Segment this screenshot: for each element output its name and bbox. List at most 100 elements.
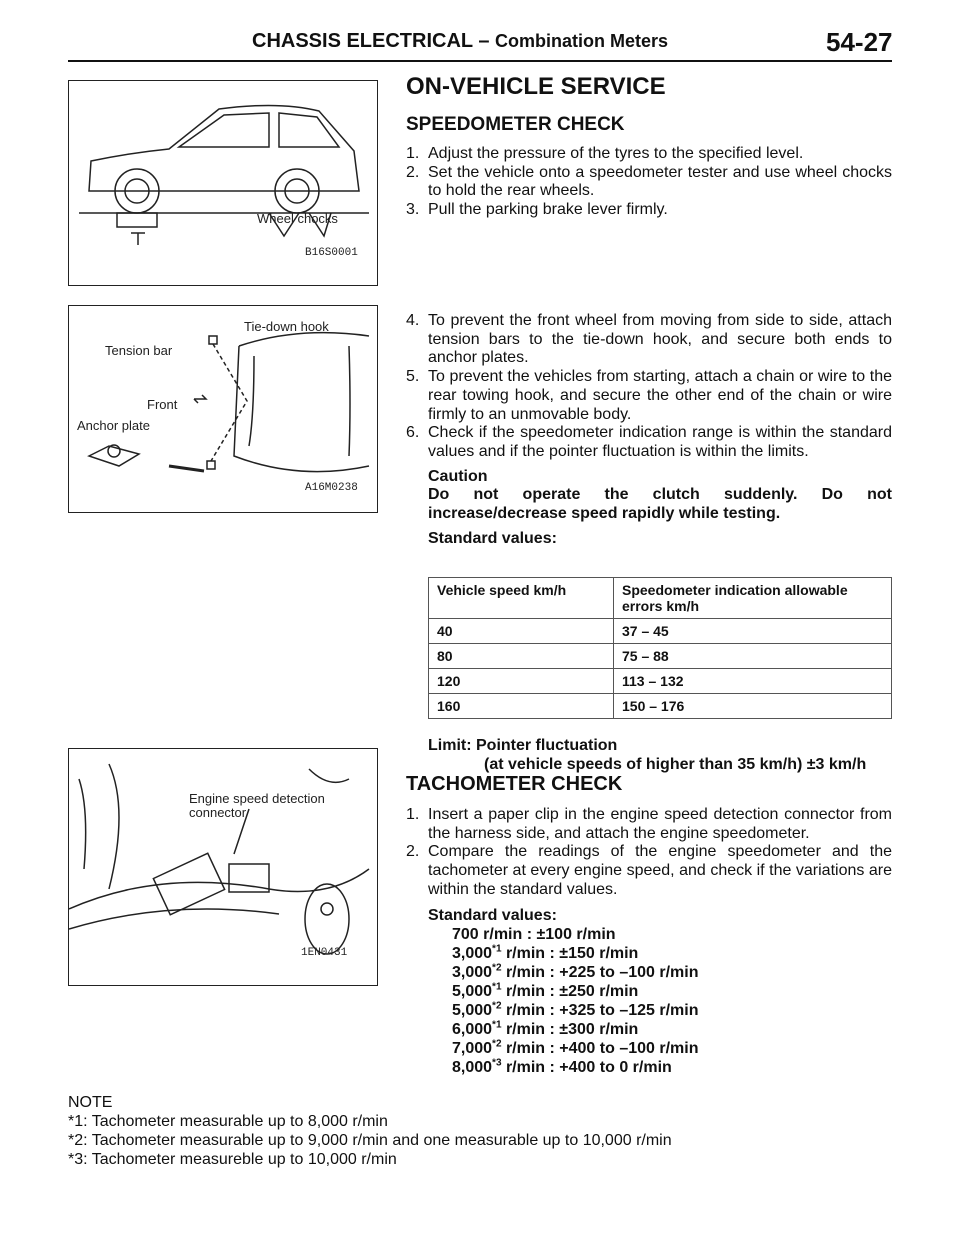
value-line: 8,000*3 r/min : +400 to 0 r/min [406, 1058, 892, 1077]
figure-code: B16S0001 [305, 247, 358, 259]
label-anchor-plate: Anchor plate [77, 418, 150, 433]
limit-line: (at vehicle speeds of higher than 35 km/… [484, 755, 867, 773]
page-number: 54-27 [826, 27, 893, 57]
value-line: 700 r/min : ±100 r/min [406, 925, 892, 944]
table-cell: 75 – 88 [613, 643, 892, 669]
footnote-mark: *1 [492, 1019, 502, 1031]
figure-code: 1EN0431 [301, 947, 348, 959]
step-number: 1. [406, 806, 420, 823]
value-line: 6,000*1 r/min : ±300 r/min [406, 1020, 892, 1039]
tachometer-check-heading: TACHOMETER CHECK [406, 773, 623, 795]
value-speed: 700 [452, 926, 479, 944]
figure-wheel-chocks: Wheel chocks B16S0001 [68, 80, 378, 286]
step-number: 1. [406, 145, 420, 162]
label-tension-bar: Tension bar [105, 343, 173, 358]
value-line: 5,000*1 r/min : ±250 r/min [406, 982, 892, 1001]
step-item: 4. To prevent the front wheel from moving… [406, 312, 892, 368]
footnote-mark: *1 [492, 943, 502, 955]
step-number: 3. [406, 201, 420, 219]
value-line: 3,000*1 r/min : ±150 r/min [406, 944, 892, 963]
step-item: 2. Set the vehicle onto a speedometer tes… [406, 164, 892, 201]
step-text: To prevent the vehicles from starting, a… [428, 368, 892, 423]
step-number: 4. [406, 312, 420, 329]
table-cell: 113 – 132 [613, 668, 892, 694]
note-line: *3: Tachometer measureble up to 10,000 r… [68, 1151, 397, 1168]
step-text: Insert a paper clip in the engine speed … [428, 806, 892, 842]
step-item: 6. Check if the speedometer indication ra… [406, 424, 892, 461]
running-header: CHASSIS ELECTRICAL – Combination Meters [252, 30, 668, 53]
value-range: r/min : ±250 r/min [505, 983, 639, 1001]
tie-down-illustration [87, 331, 370, 473]
table-header: Vehicle speed km/h [428, 577, 614, 619]
section-title: CHASSIS ELECTRICAL [252, 30, 473, 52]
note-line: *1: Tachometer measurable up to 8,000 r/… [68, 1113, 388, 1130]
limit-line: Limit: Pointer fluctuation [428, 737, 618, 754]
step-number: 2. [406, 843, 420, 861]
step-text: Check if the speedometer indication rang… [428, 424, 892, 460]
step-number: 2. [406, 163, 420, 181]
table-cell: 120 [428, 668, 614, 694]
value-range: r/min : +400 to 0 r/min [505, 1059, 672, 1077]
value-range: r/min : ±100 r/min [483, 926, 616, 944]
caution-text: Do not operate the clutch suddenly. Do n… [428, 486, 892, 523]
step-item: 3.Pull the parking brake lever firmly. [406, 201, 892, 220]
value-speed: 5,000 [452, 1002, 493, 1020]
speedometer-steps-4-6: 4. To prevent the front wheel from moving… [406, 312, 892, 548]
table-cell: 40 [428, 618, 614, 644]
footnote-mark: *3 [492, 1057, 502, 1069]
value-line: 5,000*2 r/min : +325 to –125 r/min [406, 1001, 892, 1020]
value-speed: 5,000 [452, 983, 493, 1001]
step-item: 5. To prevent the vehicles from starting,… [406, 368, 892, 424]
step-text: Compare the readings of the engine speed… [428, 843, 892, 898]
label-engine-speed-detection-connector: Engine speed detection connector [189, 791, 325, 820]
table-header: Speedometer indication allowable errors … [613, 577, 892, 619]
figure-engine-speed-connector: Engine speed detection connector 1EN0431 [68, 748, 378, 986]
value-speed: 6,000 [452, 1021, 493, 1039]
footnote-mark: *2 [492, 1038, 502, 1050]
footnote-mark: *1 [492, 981, 502, 993]
table-cell: 160 [428, 693, 614, 719]
tachometer-values: 700 r/min : ±100 r/min 3,000*1 r/min : ±… [406, 925, 892, 1077]
value-range: r/min : ±300 r/min [505, 1021, 639, 1039]
value-range: r/min : +325 to –125 r/min [505, 1002, 699, 1020]
value-speed: 7,000 [452, 1040, 493, 1058]
header-dash: – [478, 30, 490, 52]
label-front: Front [147, 397, 178, 412]
table-cell: 80 [428, 643, 614, 669]
footnote-mark: *2 [492, 1000, 502, 1012]
standard-values-label: Standard values: [428, 529, 557, 547]
value-speed: 8,000 [452, 1059, 493, 1077]
value-range: r/min : +400 to –100 r/min [505, 1040, 699, 1058]
footnote-mark: *2 [492, 962, 502, 974]
step-number: 6. [406, 424, 420, 442]
step-number: 5. [406, 368, 420, 386]
step-item: 1. Insert a paper clip in the engine spee… [406, 806, 892, 843]
section-heading: ON-VEHICLE SERVICE [406, 73, 666, 100]
table-cell: 150 – 176 [613, 693, 892, 719]
value-line: 3,000*2 r/min : +225 to –100 r/min [406, 963, 892, 982]
speedometer-check-heading: SPEEDOMETER CHECK [406, 114, 625, 135]
label-wheel-chocks: Wheel chocks [257, 211, 338, 226]
speedometer-steps-1-3: 1. Adjust the pressure of the tyres to th… [406, 145, 892, 220]
step-text: Adjust the pressure of the tyres to the … [428, 145, 804, 162]
table-cell: 37 – 45 [613, 618, 892, 644]
tachometer-steps: 1. Insert a paper clip in the engine spee… [406, 806, 892, 1077]
note-title: NOTE [68, 1094, 113, 1111]
step-text: To prevent the front wheel from moving f… [428, 312, 892, 367]
car-on-tester-illustration [79, 104, 369, 245]
limit-block: Limit: Pointer fluctuation (at vehicle s… [406, 737, 892, 774]
label-tie-down-hook: Tie-down hook [244, 319, 329, 334]
value-range: r/min : ±150 r/min [505, 945, 639, 963]
step-item: 1. Adjust the pressure of the tyres to th… [406, 145, 892, 164]
subsection-title: Combination Meters [495, 31, 669, 51]
value-line: 7,000*2 r/min : +400 to –100 r/min [406, 1039, 892, 1058]
step-item: 2. Compare the readings of the engine spe… [406, 843, 892, 899]
step-text: Set the vehicle onto a speedometer teste… [428, 163, 892, 200]
